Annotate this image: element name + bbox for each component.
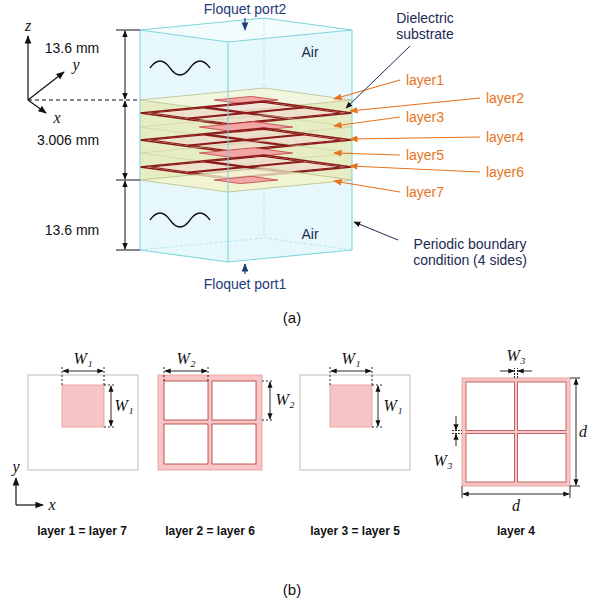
dimension-label: d	[579, 423, 587, 441]
region-label: Air	[301, 44, 318, 60]
layer-label: layer3	[406, 109, 444, 125]
axis-label: y	[72, 56, 79, 74]
dimension-label: W₃	[507, 347, 526, 365]
panel-caption: layer 4	[497, 525, 535, 539]
dimension-label: W₁	[384, 397, 403, 415]
dimension-label: W₂	[177, 350, 196, 368]
region-label: Air	[301, 226, 318, 242]
dimension-label: W₁	[342, 350, 361, 368]
panel-caption: layer 1 = layer 7	[37, 525, 127, 539]
dimension-label: 13.6 mm	[45, 222, 99, 238]
axis-label: y	[12, 458, 19, 476]
axis-label: x	[48, 496, 55, 514]
panel-label: (a)	[283, 309, 301, 326]
dimension-label: W₃	[434, 452, 453, 470]
dimension-label: d	[512, 497, 520, 515]
panel-label: (b)	[283, 581, 301, 598]
dimension-label: 3.006 mm	[37, 132, 99, 148]
panel-caption: layer 3 = layer 5	[310, 525, 400, 539]
layer-label: layer1	[406, 72, 444, 88]
layer-label: layer4	[486, 129, 524, 145]
material-label: Dielectric substrate	[380, 10, 470, 42]
panel-caption: layer 2 = layer 6	[165, 525, 255, 539]
axis-label: z	[25, 17, 31, 35]
dimension-label: 13.6 mm	[45, 40, 99, 56]
layer-label: layer2	[486, 90, 524, 106]
dimension-label: W₁	[115, 397, 134, 415]
axis-label: x	[53, 109, 60, 127]
dimension-label: W₂	[276, 391, 295, 409]
layer-label: layer7	[406, 184, 444, 200]
layer-label: layer5	[406, 147, 444, 163]
layer-label: layer6	[486, 164, 524, 180]
dimension-label: W₁	[74, 350, 93, 368]
port-label: Floquet port2	[204, 1, 287, 17]
boundary-label: Periodic boundary condition (4 sides)	[400, 236, 540, 268]
port-label: Floquet port1	[204, 276, 287, 292]
